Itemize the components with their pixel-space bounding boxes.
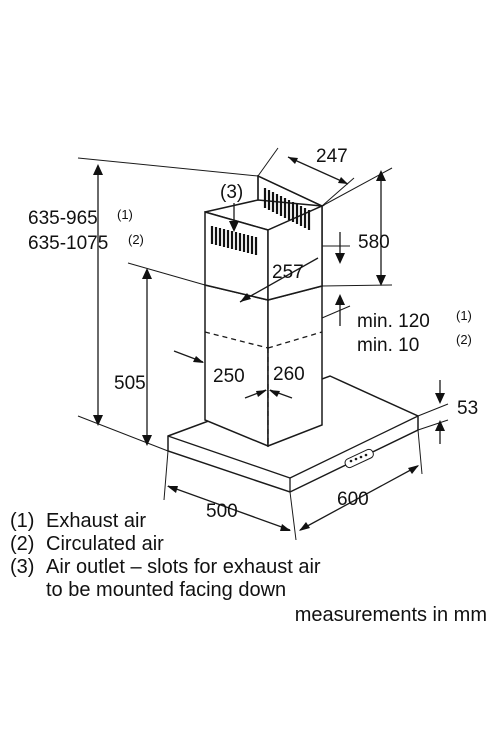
min-gap-2-label: min. 10	[357, 335, 419, 356]
legend-number: (3)	[10, 556, 35, 578]
air-outlet-slots-front	[210, 226, 258, 255]
dimension-260: 260	[244, 364, 305, 399]
outlet-marker-label: (3)	[220, 182, 243, 203]
air-outlet-callout: (3)	[220, 182, 243, 232]
dim-257-label: 257	[272, 262, 304, 283]
lower-chimney	[204, 284, 323, 448]
total-height-2-note: (2)	[128, 232, 144, 247]
min-gap-1-note: (1)	[456, 308, 472, 323]
legend-text: Exhaust air	[46, 510, 147, 532]
dimension-min-gap: min. 120 (1) min. 10 (2)	[321, 232, 472, 356]
total-height-1-label: 635-965	[28, 208, 98, 229]
dimension-500: 500	[163, 450, 297, 541]
air-outlet-slots-rear	[263, 188, 311, 230]
total-height-1-note: (1)	[117, 207, 133, 222]
dim-600-label: 600	[337, 489, 369, 510]
dim-580-label: 580	[358, 232, 390, 253]
legend-text: Circulated air	[46, 533, 164, 555]
units-note: measurements in mm	[294, 604, 487, 626]
total-height-2-label: 635-1075	[28, 233, 108, 254]
dimension-250: 250	[173, 350, 245, 387]
legend-item-air-outlet-continued: to be mounted facing down	[46, 579, 287, 601]
dimension-580: 580	[321, 167, 393, 287]
min-gap-2-note: (2)	[456, 332, 472, 347]
dimension-600: 600	[299, 429, 423, 531]
control-panel	[344, 448, 374, 469]
dim-250-label: 250	[213, 366, 245, 387]
legend-item-circulated: (2) Circulated air	[10, 533, 495, 556]
dim-247-label: 247	[316, 146, 348, 167]
dimension-247: 247	[257, 146, 355, 207]
legend-number: (1)	[10, 510, 35, 532]
dimension-257: 257	[239, 257, 319, 303]
legend-item-air-outlet: (3) Air outlet – slots for exhaust air	[10, 556, 495, 579]
legend-text: Air outlet – slots for exhaust air	[46, 556, 321, 578]
dimension-505: 505	[114, 262, 206, 446]
dimension-total-height: 635-965 (1) 635-1075 (2)	[28, 157, 259, 452]
dim-53-label: 53	[457, 398, 478, 419]
dim-260-label: 260	[273, 364, 305, 385]
legend-item-exhaust: (1) Exhaust air	[10, 510, 495, 533]
dim-500-label: 500	[206, 501, 238, 522]
legend-number: (2)	[10, 533, 35, 555]
legend: (1) Exhaust air (2) Circulated air (3) Air …	[10, 510, 495, 627]
dim-505-label: 505	[114, 373, 146, 394]
min-gap-1-label: min. 120	[357, 311, 430, 332]
overlap-dashed-lines	[204, 331, 323, 446]
dimension-53: 53	[417, 380, 478, 444]
